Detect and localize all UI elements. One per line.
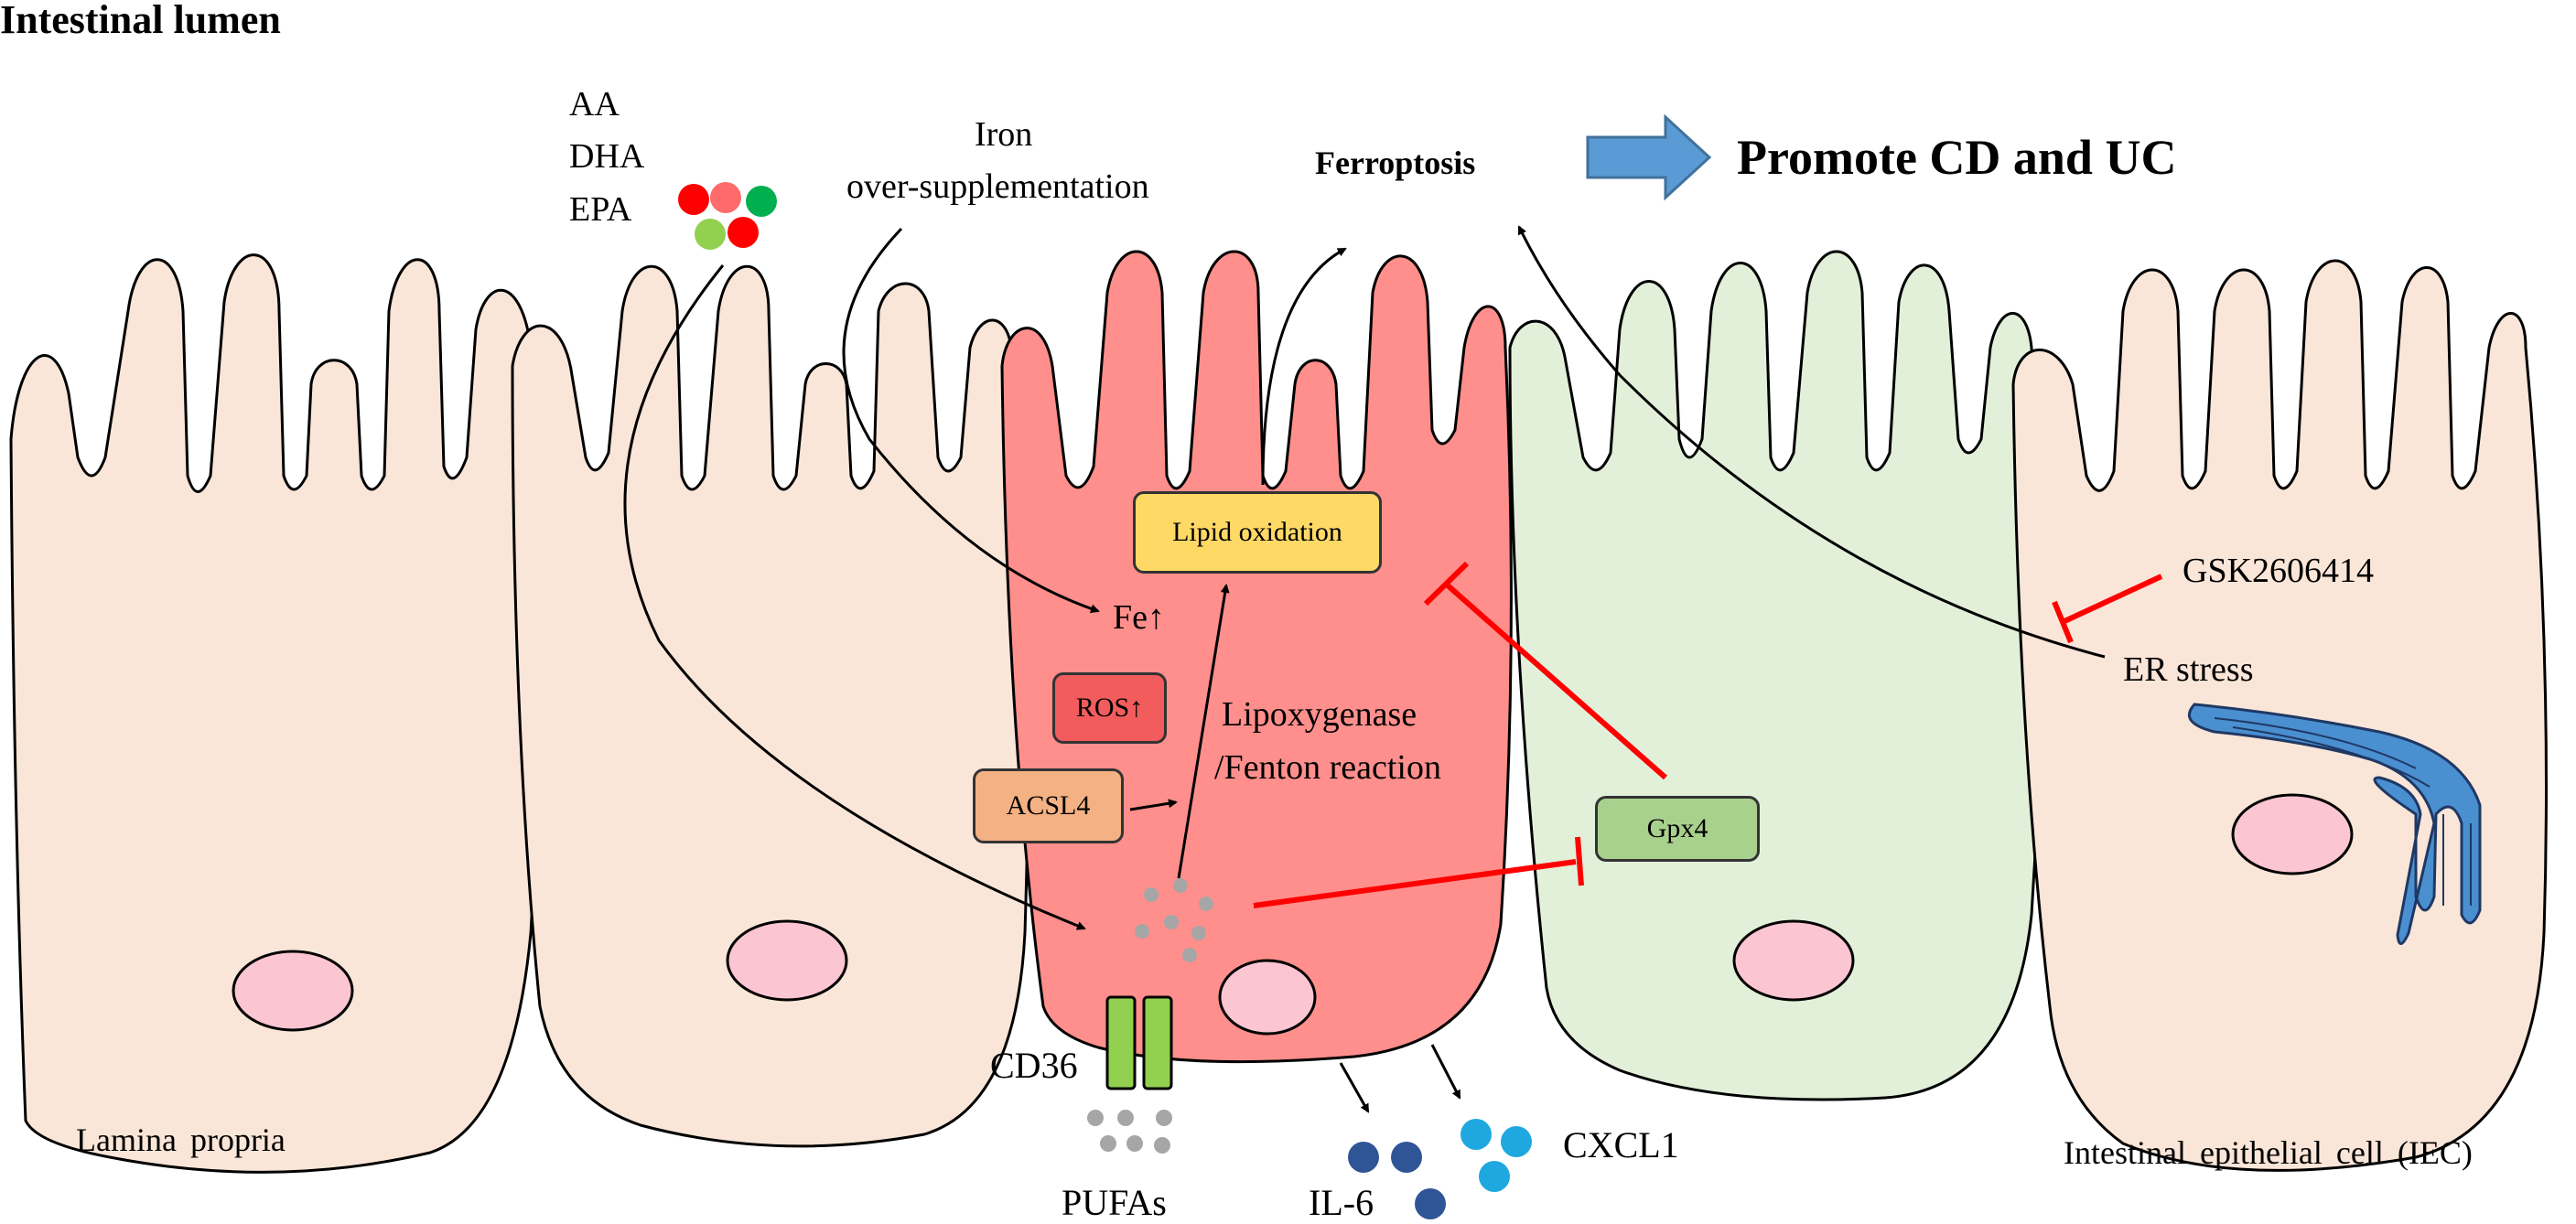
cxcl1-label: CXCL1: [1563, 1124, 1679, 1165]
nucleus-5: [2231, 793, 2354, 875]
cell-3: [1000, 250, 1513, 1064]
pufas-label: PUFAs: [1062, 1182, 1167, 1223]
lumen-label: Intestinal lumen: [0, 0, 281, 42]
acsl4-box: ACSL4: [973, 768, 1124, 843]
il6-label: IL-6: [1309, 1182, 1374, 1223]
gpx4-box: Gpx4: [1595, 796, 1760, 862]
cd36-transporter: [1105, 995, 1173, 1090]
nucleus-3: [1218, 959, 1317, 1036]
iron-label-line2: over-supplementation: [846, 167, 1149, 206]
fatty-acid-cluster: [678, 182, 777, 250]
iec-label: Intestinal epithelial cell (IEC): [2064, 1134, 2473, 1171]
promote-arrow: [1586, 113, 1712, 201]
lipoxygenase-line1: Lipoxygenase: [1222, 695, 1417, 734]
lamina-propria-label: Lamina propria: [76, 1122, 286, 1158]
fatty-acid-epa: EPA: [569, 190, 632, 229]
nucleus-2: [726, 919, 848, 1002]
cell-4: [1508, 250, 2042, 1101]
cxcl1-dots: [1460, 1119, 1532, 1192]
er-stress-label: ER stress: [2123, 650, 2254, 689]
arrows: [623, 225, 2106, 1113]
cell-2: [511, 264, 1030, 1148]
fatty-acid-aa: AA: [569, 85, 620, 123]
lipid-oxidation-box: Lipid oxidation: [1133, 491, 1382, 574]
fatty-acid-dha: DHA: [569, 137, 645, 176]
inhibition-lines: [1253, 561, 2163, 908]
cell-1: [9, 253, 542, 1174]
er-lines: [2214, 717, 2472, 906]
lipoxygenase-line2: /Fenton reaction: [1214, 748, 1441, 787]
nucleus-4: [1732, 919, 1855, 1002]
iron-label-line1: Iron: [975, 115, 1033, 154]
cd36-label: CD36: [990, 1045, 1078, 1086]
pufa-dots-outside: [1087, 1110, 1172, 1154]
gsk-label: GSK2606414: [2183, 552, 2375, 590]
ferroptosis-label: Ferroptosis: [1315, 145, 1476, 181]
outcome-label: Promote CD and UC: [1737, 130, 2177, 185]
il6-dots: [1348, 1142, 1446, 1219]
fe-label: Fe↑: [1113, 598, 1165, 637]
ros-box: ROS↑: [1052, 672, 1167, 744]
pufa-dots-in-cell: [1135, 878, 1213, 962]
nucleus-1: [232, 950, 354, 1032]
